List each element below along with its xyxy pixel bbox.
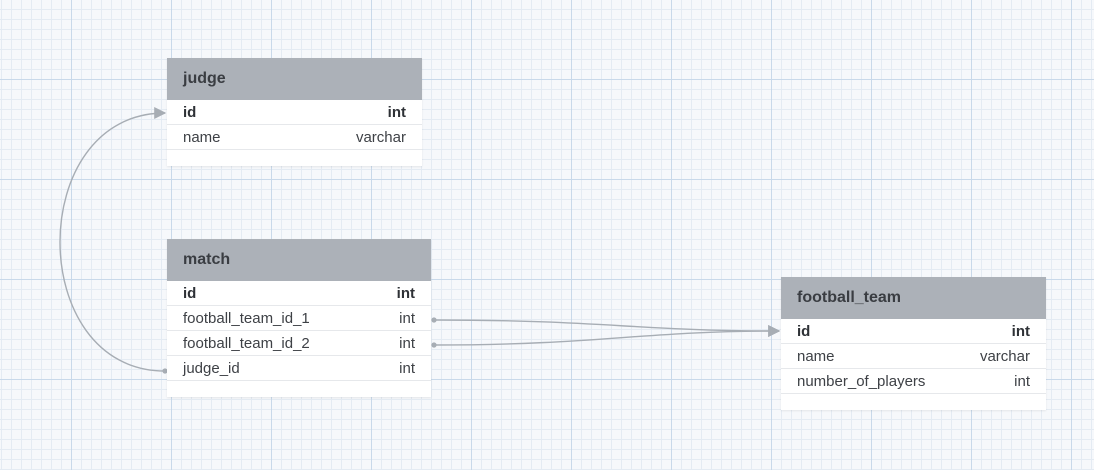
column-type: int [387,103,406,121]
column-type: int [399,334,415,352]
table-row-football-team-id-1[interactable]: football_team_id_1 int [167,306,431,331]
table-header[interactable]: match [167,239,431,281]
column-name: football_team_id_2 [183,334,310,352]
table-row-id[interactable]: id int [167,100,422,125]
column-name: name [183,128,221,146]
table-judge[interactable]: judge id int name varchar [167,58,422,166]
column-type: int [399,359,415,377]
table-footer [781,394,1046,410]
table-row-name[interactable]: name varchar [781,344,1046,369]
table-header[interactable]: football_team [781,277,1046,319]
table-row-name[interactable]: name varchar [167,125,422,150]
table-row-football-team-id-2[interactable]: football_team_id_2 int [167,331,431,356]
table-title: judge [183,70,226,87]
column-type: varchar [979,347,1030,365]
table-row-id[interactable]: id int [781,319,1046,344]
table-row-number-of-players[interactable]: number_of_players int [781,369,1046,394]
column-name: football_team_id_1 [183,309,310,327]
relationship-line-football-team-id-1[interactable] [433,319,781,337]
table-footer [167,150,422,166]
table-title: match [183,251,231,268]
connector-endpoint-dot [431,317,437,323]
relationship-line-judge-id[interactable] [59,107,167,372]
column-type: varchar [355,128,406,146]
column-type: int [399,309,415,327]
connector-endpoint-dot [431,342,437,348]
column-name: judge_id [183,359,240,377]
column-type: int [1014,372,1030,390]
table-header[interactable]: judge [167,58,422,100]
column-name: name [797,347,835,365]
table-row-id[interactable]: id int [167,281,431,306]
column-name: id [183,103,197,121]
table-match[interactable]: match id int football_team_id_1 int foot… [167,239,431,397]
column-name: id [797,322,811,340]
table-footer [167,381,431,397]
column-type: int [396,284,415,302]
table-row-judge-id[interactable]: judge_id int [167,356,431,381]
column-name: id [183,284,197,302]
table-title: football_team [797,289,902,306]
column-name: number_of_players [797,372,926,390]
table-football-team[interactable]: football_team id int name varchar number… [781,277,1046,410]
column-type: int [1011,322,1030,340]
relationship-line-football-team-id-2[interactable] [433,325,781,346]
